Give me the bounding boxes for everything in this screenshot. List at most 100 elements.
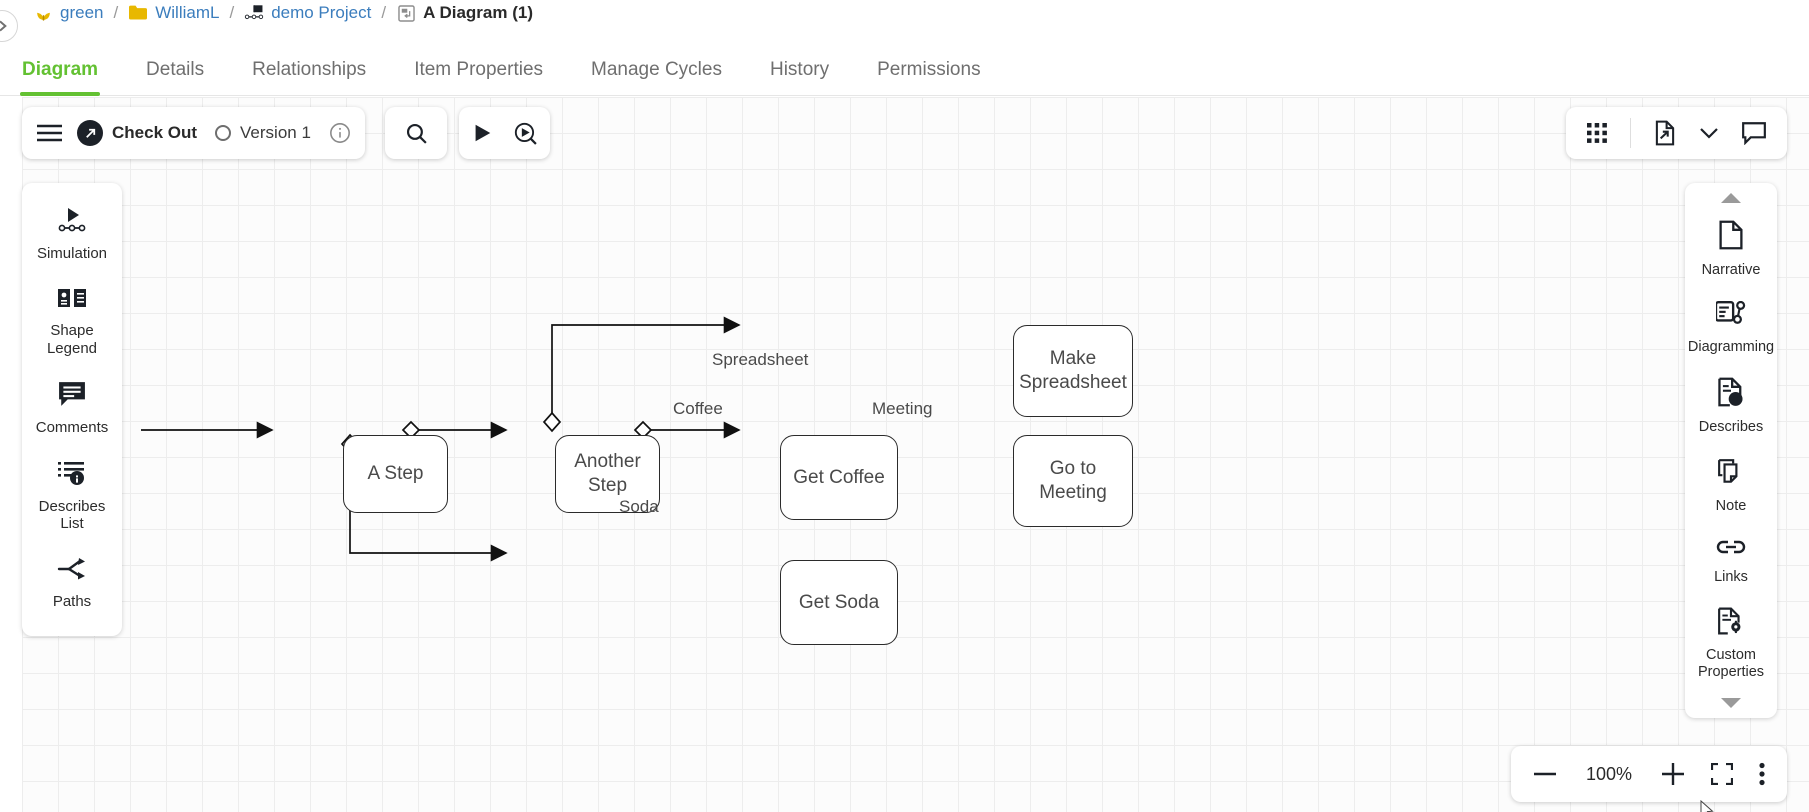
diagram-node-a-step[interactable]: A Step [343,435,448,513]
diagram-node-go-to-meeting[interactable]: Go to Meeting [1013,435,1133,527]
right-panel-label: Links [1714,568,1748,585]
sprout-icon [33,3,53,23]
right-panel-item-narrative[interactable]: Narrative [1685,210,1777,289]
tab-relationships[interactable]: Relationships [252,59,367,80]
tab-permissions[interactable]: Permissions [877,59,981,80]
breadcrumb-item-demo-project[interactable]: demo Project [244,3,371,23]
chevron-up-icon [1721,193,1741,203]
search-toolbar [385,107,447,159]
left-panel-item-comments[interactable]: Comments [22,371,122,446]
left-panel-label: Describes List [38,498,106,533]
diagram-node-make-spreadsheet[interactable]: Make Spreadsheet [1013,325,1133,417]
document-export-icon [1655,120,1675,146]
links-chain-icon [1716,537,1746,562]
process-icon [244,3,264,23]
hamburger-menu-icon [37,124,62,142]
right-panel-label: Note [1715,498,1747,515]
left-panel-item-describes-list[interactable]: Describes List [22,450,122,543]
play-preview-button[interactable] [513,121,538,146]
zoom-in-button[interactable] [1661,762,1685,786]
right-panel-label: Custom Properties [1697,647,1765,681]
diagram-node-another-step[interactable]: Another Step [555,435,660,513]
play-button[interactable] [471,122,493,144]
grid-apps-icon [1587,123,1607,143]
describes-icon [1717,377,1745,412]
breadcrumb-item-green[interactable]: green [33,3,103,23]
right-panel-item-custom-properties[interactable]: Custom Properties [1685,597,1777,690]
breadcrumb-separator: / [113,3,119,22]
info-icon [329,123,350,143]
breadcrumb-separator: / [229,3,235,22]
left-panel-label: Comments [35,418,109,436]
describes-list-icon [58,460,86,491]
tab-bar: Diagram Details Relationships Item Prope… [0,40,1809,96]
shape-legend-icon [57,286,87,315]
fit-to-screen-button[interactable] [1711,763,1733,785]
play-icon [475,124,491,142]
breadcrumb-item-current: A Diagram (1) [396,3,533,23]
zoom-out-button[interactable] [1533,771,1557,777]
export-document-button[interactable] [1653,120,1677,146]
breadcrumb-item-williaml[interactable]: WilliamL [128,3,219,23]
right-panel-item-describes[interactable]: Describes [1685,367,1777,446]
circle-icon [215,125,232,141]
left-panel-label: Shape Legend [46,322,98,357]
diagram-edges [141,316,741,562]
diagram-canvas[interactable]: A Step Another Step Get Coffee Make Spre… [22,97,1809,812]
right-panel-label: Narrative [1701,262,1761,278]
check-out-button[interactable]: Check Out [77,120,197,146]
edge-label-meeting: Meeting [872,399,933,418]
tab-diagram[interactable]: Diagram [19,59,101,96]
diagramming-icon [1714,300,1746,332]
left-panel-item-paths[interactable]: Paths [22,547,122,620]
edge-label-soda: Soda [619,497,659,516]
check-out-label: Check Out [112,123,198,142]
tab-manage-cycles[interactable]: Manage Cycles [591,59,722,80]
left-panel-item-shape-legend[interactable]: Shape Legend [22,276,122,367]
right-panel-scroll-down-button[interactable] [1685,693,1777,712]
comments-icon [58,381,86,412]
comment-bubble-icon [1742,122,1766,145]
left-panel-label: Simulation [36,245,108,262]
tab-item-properties[interactable]: Item Properties [414,59,544,80]
fullscreen-icon [1711,763,1733,785]
edge-label-spreadsheet: Spreadsheet [712,350,809,369]
chevron-down-icon [1700,128,1718,139]
chevron-right-icon [0,20,7,32]
breadcrumb-label: green [60,3,104,22]
diagram-toolbar: Check Out Version 1 [22,107,365,159]
right-panel-scroll-up-button[interactable] [1685,189,1777,208]
plus-icon [1662,763,1684,785]
info-button[interactable] [329,122,351,144]
comment-button[interactable] [1741,121,1767,145]
diagram-node-get-soda[interactable]: Get Soda [780,560,898,645]
note-icon [1717,458,1745,491]
search-button[interactable] [404,121,429,146]
hamburger-menu-button[interactable] [36,123,63,143]
right-panel-item-links[interactable]: Links [1685,527,1777,596]
left-tool-panel: Simulation Shape Legend [22,183,122,636]
simulation-icon [57,207,87,238]
zoom-level-label: 100% [1585,763,1633,784]
more-options-button[interactable] [1759,762,1765,786]
version-selector[interactable]: Version 1 [215,123,311,143]
export-options-button[interactable] [1699,126,1719,140]
search-icon [406,123,427,144]
tab-details[interactable]: Details [146,59,205,80]
diagram-icon [396,3,416,23]
left-panel-label: Paths [52,592,92,610]
breadcrumb-label: demo Project [271,3,372,22]
toolbar-divider [1630,118,1631,148]
breadcrumb-label: A Diagram (1) [423,3,533,22]
zoom-toolbar: 100% [1511,746,1787,802]
grid-apps-button[interactable] [1586,122,1608,144]
diagram-node-get-coffee[interactable]: Get Coffee [780,435,898,520]
breadcrumb-label: WilliamL [155,3,220,22]
folder-icon [128,3,148,23]
left-panel-item-simulation[interactable]: Simulation [22,197,122,272]
right-panel-item-diagramming[interactable]: Diagramming [1685,291,1777,366]
right-panel-item-note[interactable]: Note [1685,448,1777,525]
paths-icon [57,557,87,586]
tab-history[interactable]: History [769,59,830,80]
